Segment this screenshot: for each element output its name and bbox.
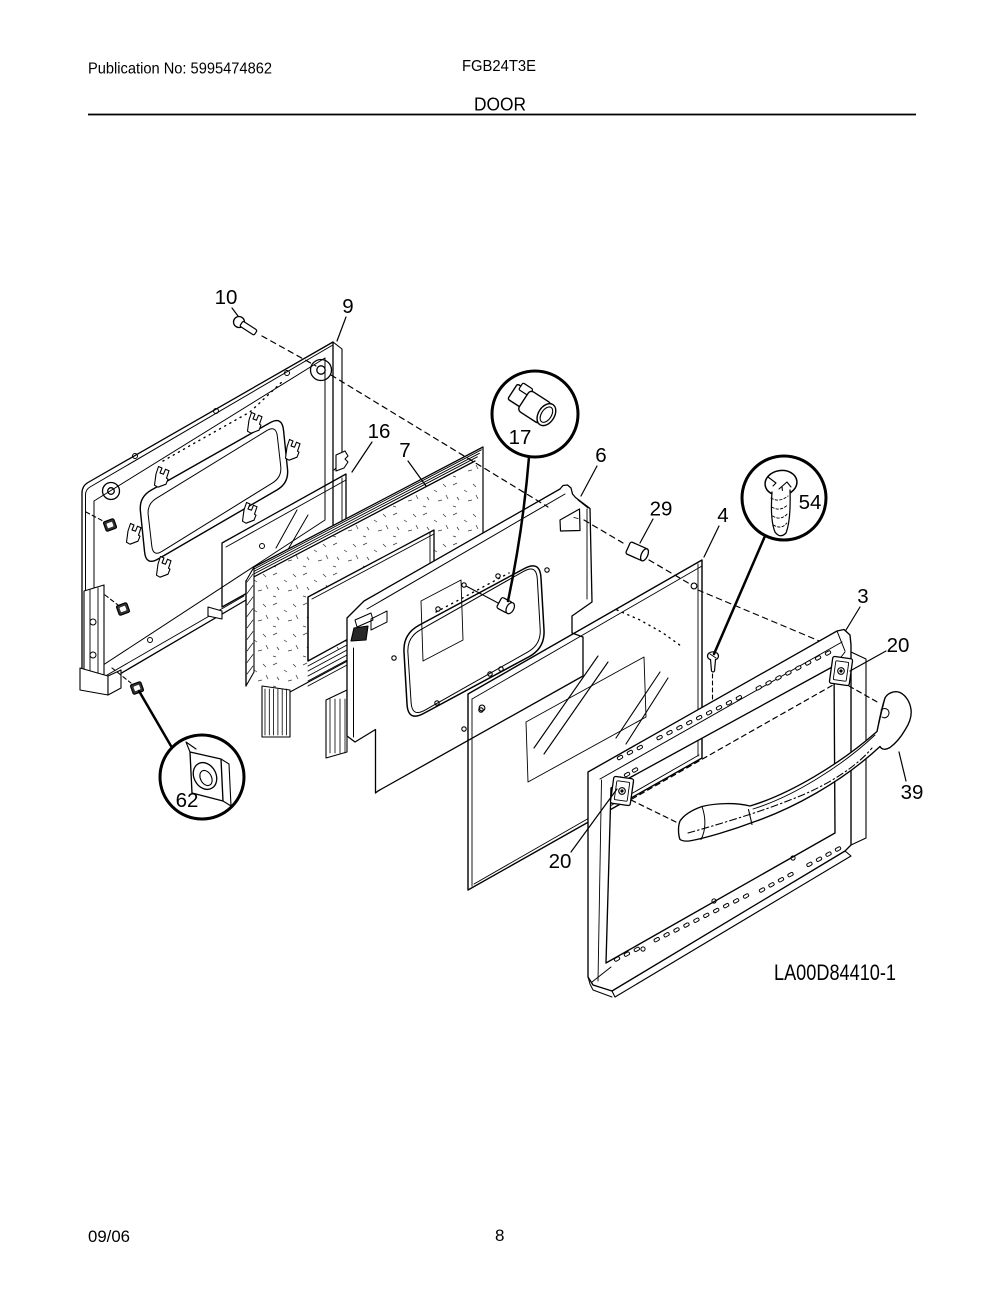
- svg-text:DOOR: DOOR: [474, 94, 526, 115]
- svg-text:09/06: 09/06: [88, 1227, 130, 1246]
- svg-text:17: 17: [509, 426, 532, 449]
- svg-text:7: 7: [399, 439, 410, 462]
- svg-text:62: 62: [176, 789, 199, 812]
- svg-text:FGB24T3E: FGB24T3E: [462, 58, 536, 75]
- svg-text:20: 20: [549, 850, 572, 873]
- svg-text:16: 16: [368, 420, 391, 443]
- svg-text:LA00D84410-1: LA00D84410-1: [774, 960, 896, 985]
- svg-text:20: 20: [887, 634, 910, 657]
- svg-text:10: 10: [215, 286, 238, 309]
- svg-text:39: 39: [901, 781, 924, 804]
- svg-text:8: 8: [495, 1226, 504, 1245]
- svg-text:9: 9: [342, 295, 353, 318]
- svg-text:Publication No: 5995474862: Publication No: 5995474862: [88, 61, 272, 78]
- svg-text:54: 54: [799, 491, 822, 514]
- svg-text:3: 3: [857, 585, 868, 608]
- svg-text:29: 29: [650, 498, 673, 521]
- svg-text:4: 4: [717, 504, 728, 527]
- svg-text:6: 6: [595, 444, 606, 467]
